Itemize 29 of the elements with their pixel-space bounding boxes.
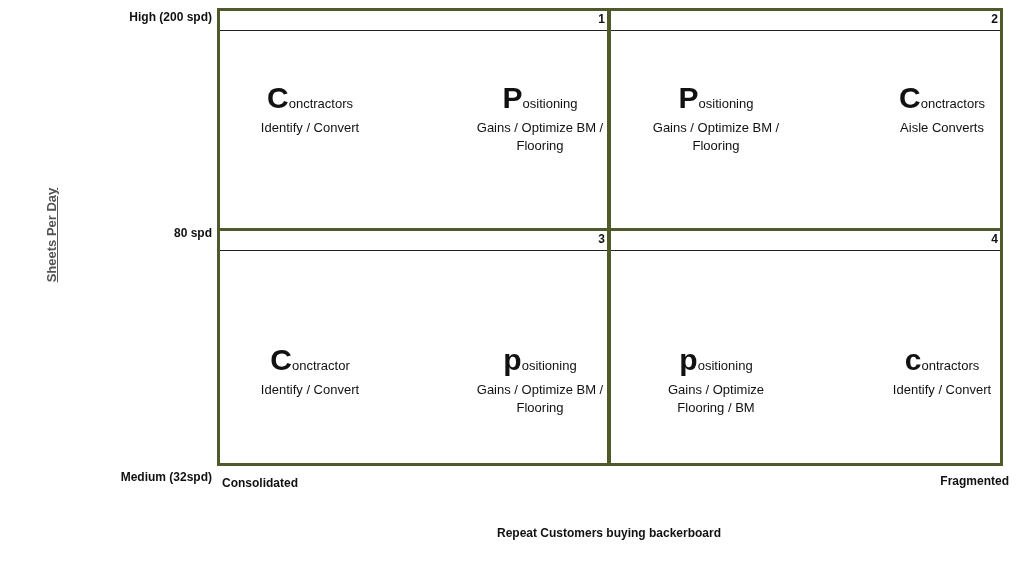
quadrant-text: Identify / Convert (260, 381, 360, 399)
quadrant-text: Identify / Convert (892, 381, 992, 399)
quadrant-text: Gains / Optimize BM / Flooring (475, 381, 605, 417)
axis-label: Medium (32spd) (120, 470, 212, 484)
quadrant-heading: Conctractors (899, 81, 985, 115)
quadrant-heading: Positioning (502, 81, 578, 115)
quadrant-heading: contractors (904, 343, 980, 377)
quadrant-text: Gains / Optimize BM / Flooring (651, 119, 781, 155)
quadrant-box (608, 8, 1003, 231)
quadrant-box (217, 8, 610, 231)
axis-label: 80 spd (174, 226, 212, 240)
quadrant-text: Aisle Converts (900, 119, 984, 137)
quadrant-box (608, 228, 1003, 466)
quadrant-text: Gains / Optimize Flooring / BM (666, 381, 766, 417)
quadrant-number: 2 (991, 12, 998, 26)
quadrant-heading: Conctractors (267, 81, 353, 115)
quadrant-text: Gains / Optimize BM / Flooring (475, 119, 605, 155)
quadrant-heading: positioning (679, 343, 753, 377)
quadrant-number: 4 (991, 232, 998, 246)
quadrant-box (217, 228, 610, 466)
axis-title: Sheets Per Day (44, 187, 59, 283)
quadrant-heading: Conctractor (270, 343, 350, 377)
quadrant-text: Identify / Convert (260, 119, 360, 137)
quadrant-number: 1 (598, 12, 605, 26)
quadrant-heading: Positioning (678, 81, 754, 115)
axis-title: Repeat Customers buying backerboard (496, 526, 722, 540)
quadrant-heading: positioning (503, 343, 577, 377)
quadrant-number: 3 (598, 232, 605, 246)
axis-label: Consolidated (222, 476, 298, 490)
